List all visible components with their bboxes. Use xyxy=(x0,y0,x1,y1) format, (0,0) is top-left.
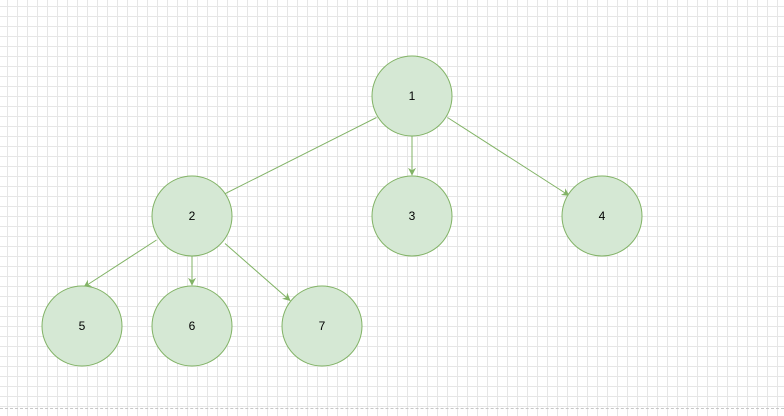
node-label: 6 xyxy=(189,319,196,333)
node-label: 3 xyxy=(409,209,416,223)
node-circle[interactable] xyxy=(41,285,123,367)
edges-layer xyxy=(83,117,570,302)
node-label: 7 xyxy=(319,319,326,333)
node-label: 1 xyxy=(409,89,416,103)
tree-node-2[interactable]: 2 xyxy=(151,175,233,257)
tree-node-5[interactable]: 5 xyxy=(41,285,123,367)
node-circle[interactable] xyxy=(151,175,233,257)
tree-node-6[interactable]: 6 xyxy=(151,285,233,367)
edge-2-to-7 xyxy=(224,243,291,302)
node-circle[interactable] xyxy=(151,285,233,367)
node-circle[interactable] xyxy=(281,285,363,367)
tree-node-1[interactable]: 1 xyxy=(371,55,453,137)
edge-1-to-4 xyxy=(447,117,570,196)
node-circle[interactable] xyxy=(561,175,643,257)
node-label: 4 xyxy=(599,209,606,223)
edge-2-to-5 xyxy=(83,239,157,288)
tree-node-7[interactable]: 7 xyxy=(281,285,363,367)
node-label: 5 xyxy=(79,319,86,333)
edge-1-to-2 xyxy=(213,117,377,200)
node-circle[interactable] xyxy=(371,55,453,137)
node-circle[interactable] xyxy=(371,175,453,257)
tree-node-3[interactable]: 3 xyxy=(371,175,453,257)
tree-node-4[interactable]: 4 xyxy=(561,175,643,257)
node-label: 2 xyxy=(189,209,196,223)
page-boundary-line xyxy=(0,408,784,409)
